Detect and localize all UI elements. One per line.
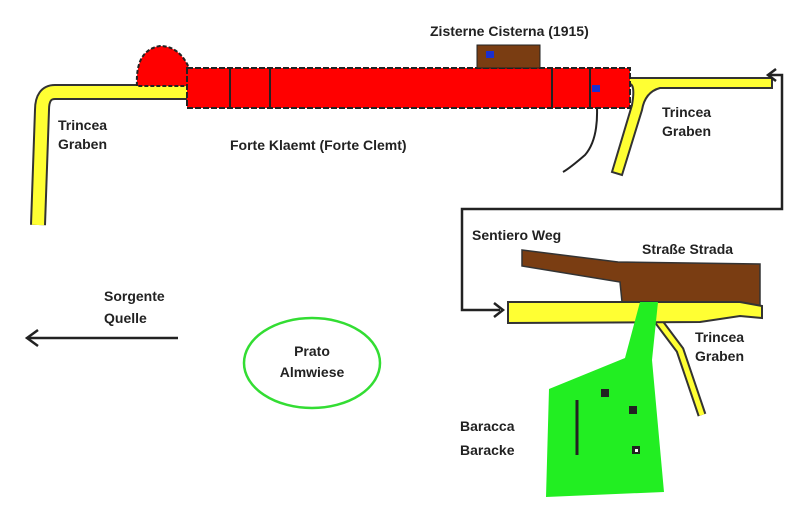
road-label: Straße Strada	[642, 241, 734, 257]
trench-right	[610, 77, 773, 177]
arrow-head-icon	[493, 302, 506, 318]
label-line: Trincea	[58, 117, 108, 133]
label-line: Graben	[662, 123, 712, 139]
barrack-marker	[629, 406, 637, 414]
label-line: Prato	[294, 343, 330, 359]
label-line: Baracke	[460, 442, 515, 458]
label-line: Trincea	[662, 104, 712, 120]
label-line: Baracca	[460, 418, 515, 434]
trench-bar	[507, 301, 763, 325]
barrack-area	[546, 302, 664, 497]
fort-water-icon	[592, 85, 600, 92]
fort-label: Forte Klaemt (Forte Clemt)	[230, 137, 407, 153]
fort-body	[186, 67, 631, 109]
cistern-label: Zisterne Cisterna (1915)	[430, 23, 589, 39]
trench-left	[30, 84, 188, 226]
arrow-head-icon	[24, 328, 39, 348]
fort-room-walls	[229, 68, 591, 108]
fort-dome	[135, 44, 191, 87]
label-line: Graben	[58, 136, 108, 152]
label-line: Trincea	[695, 329, 745, 345]
arrow-head-icon	[765, 68, 777, 82]
path-label: Sentiero Weg	[472, 227, 562, 243]
meadow-outline	[242, 316, 382, 410]
label-line: Sorgente	[104, 288, 165, 304]
label-line: Graben	[695, 348, 745, 364]
barrack-marker	[601, 389, 609, 397]
cistern-water-icon	[486, 51, 494, 58]
fort-pipe-line	[562, 107, 599, 173]
label-line: Almwiese	[279, 364, 345, 380]
cistern	[476, 44, 541, 69]
path-connector-line	[460, 73, 784, 312]
label-line: Quelle	[104, 310, 147, 326]
